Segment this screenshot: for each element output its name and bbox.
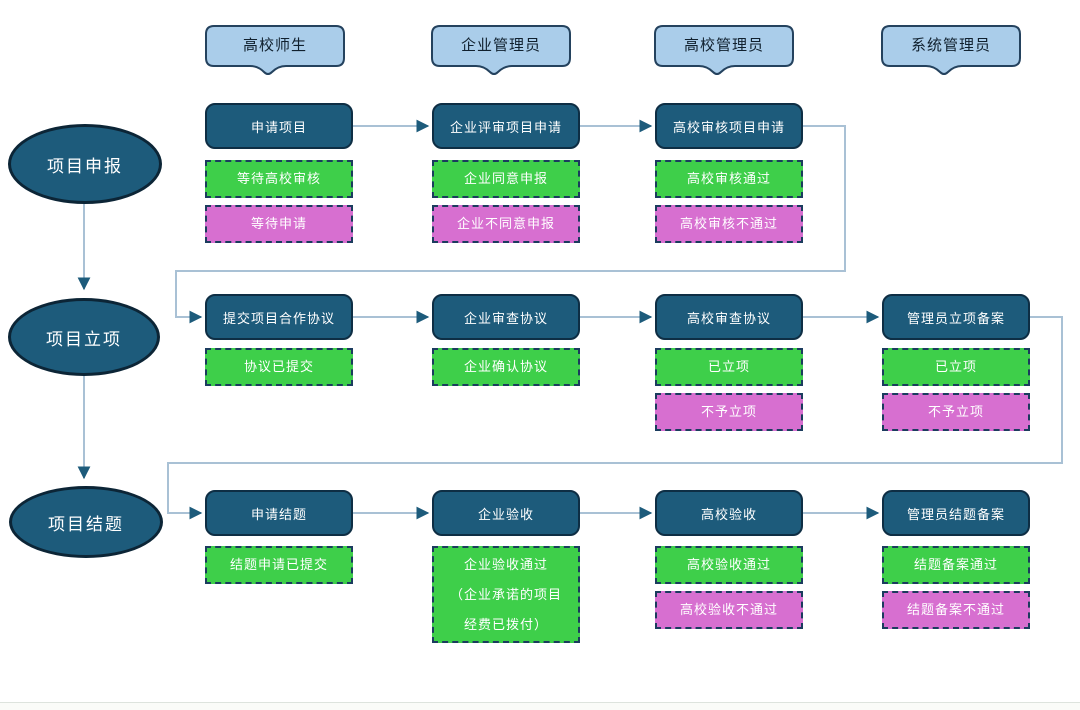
status-reject-box: 结题备案不通过 <box>882 591 1030 629</box>
status-label: 结题备案通过 <box>913 557 998 572</box>
status-label: 高校审核通过 <box>686 171 771 186</box>
status-label: 已立项 <box>934 359 977 374</box>
status-label: 不予立项 <box>927 404 984 419</box>
step-action-box: 企业验收 <box>432 490 580 536</box>
phase-ellipse-approval: 项目立项 <box>8 298 160 376</box>
step-action-box: 管理员立项备案 <box>882 294 1030 340</box>
step-action-box: 管理员结题备案 <box>882 490 1030 536</box>
status-label: 不予立项 <box>700 404 757 419</box>
status-success-box: 已立项 <box>655 348 803 386</box>
action-label: 管理员立项备案 <box>906 310 1005 326</box>
action-label: 企业验收 <box>477 506 534 522</box>
phase-label: 项目申报 <box>47 156 123 176</box>
action-label: 申请结题 <box>250 506 307 522</box>
phase-ellipse-conclusion: 项目结题 <box>9 486 163 558</box>
step-action-box: 企业审查协议 <box>432 294 580 340</box>
status-label: 高校验收通过 <box>686 557 771 572</box>
scroll-shape-icon <box>881 25 1021 75</box>
status-success-box: 协议已提交 <box>205 348 353 386</box>
role-header-university-admin: 高校管理员 <box>654 25 794 77</box>
status-reject-box: 高校验收不通过 <box>655 591 803 629</box>
phase-ellipse-application: 项目申报 <box>8 124 162 204</box>
role-header-enterprise-admin: 企业管理员 <box>431 25 571 77</box>
status-success-box: 高校审核通过 <box>655 160 803 198</box>
status-success-box: 结题备案通过 <box>882 546 1030 584</box>
status-label: 高校验收不通过 <box>679 602 778 617</box>
action-label: 高校审核项目申请 <box>672 119 785 135</box>
status-success-box: 等待高校审核 <box>205 160 353 198</box>
status-success-box: 企业验收通过 （企业承诺的项目 经费已拨付） <box>432 546 580 643</box>
status-success-box: 高校验收通过 <box>655 546 803 584</box>
phase-label: 项目立项 <box>46 329 122 349</box>
status-reject-box: 企业不同意申报 <box>432 205 580 243</box>
status-label: 高校审核不通过 <box>679 216 778 231</box>
bottom-margin-strip <box>0 703 1080 710</box>
status-reject-box: 不予立项 <box>655 393 803 431</box>
status-label: 已立项 <box>707 359 750 374</box>
step-action-box: 申请项目 <box>205 103 353 149</box>
status-label: 企业同意申报 <box>463 171 548 186</box>
role-label: 系统管理员 <box>910 37 991 54</box>
step-action-box: 申请结题 <box>205 490 353 536</box>
status-label: 等待申请 <box>250 216 307 231</box>
scroll-shape-icon <box>654 25 794 75</box>
scroll-shape-icon <box>205 25 345 75</box>
status-success-box: 企业确认协议 <box>432 348 580 386</box>
action-label: 提交项目合作协议 <box>222 310 335 326</box>
role-header-system-admin: 系统管理员 <box>881 25 1021 77</box>
step-action-box: 提交项目合作协议 <box>205 294 353 340</box>
action-label: 管理员结题备案 <box>906 506 1005 522</box>
action-label: 企业审查协议 <box>463 310 548 326</box>
status-label: 企业不同意申报 <box>456 216 555 231</box>
status-success-box: 企业同意申报 <box>432 160 580 198</box>
phase-label: 项目结题 <box>48 514 124 534</box>
action-label: 申请项目 <box>250 119 307 135</box>
role-header-university-staff: 高校师生 <box>205 25 345 77</box>
action-label: 高校验收 <box>700 506 757 522</box>
step-action-box: 企业评审项目申请 <box>432 103 580 149</box>
scroll-shape-icon <box>431 25 571 75</box>
status-success-box: 已立项 <box>882 348 1030 386</box>
role-label: 企业管理员 <box>460 37 541 54</box>
role-label: 高校管理员 <box>683 37 764 54</box>
status-label: 协议已提交 <box>243 359 314 374</box>
action-label: 企业评审项目申请 <box>449 119 562 135</box>
step-action-box: 高校验收 <box>655 490 803 536</box>
status-label: 企业验收通过 （企业承诺的项目 经费已拨付） <box>449 556 562 632</box>
action-label: 高校审查协议 <box>686 310 771 326</box>
status-label: 结题申请已提交 <box>229 557 328 572</box>
status-success-box: 结题申请已提交 <box>205 546 353 584</box>
step-action-box: 高校审查协议 <box>655 294 803 340</box>
status-label: 结题备案不通过 <box>906 602 1005 617</box>
status-reject-box: 高校审核不通过 <box>655 205 803 243</box>
step-action-box: 高校审核项目申请 <box>655 103 803 149</box>
status-reject-box: 不予立项 <box>882 393 1030 431</box>
status-label: 等待高校审核 <box>236 171 321 186</box>
status-label: 企业确认协议 <box>463 359 548 374</box>
role-label: 高校师生 <box>242 37 307 54</box>
status-reject-box: 等待申请 <box>205 205 353 243</box>
bottom-divider <box>0 702 1080 703</box>
